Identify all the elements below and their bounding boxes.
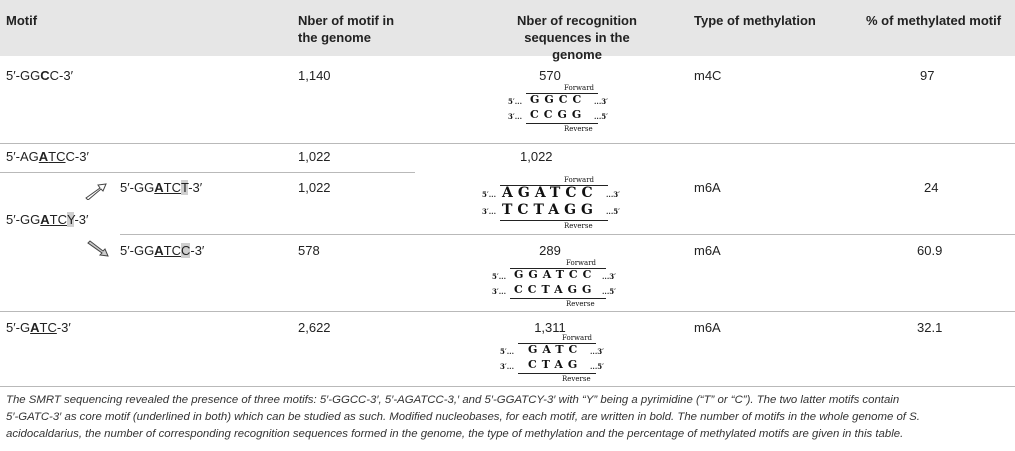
recog-agatcc: 1,022 bbox=[520, 149, 553, 164]
type-gatc: m6A bbox=[694, 320, 721, 335]
type-ggcc: m4C bbox=[694, 68, 722, 83]
header-pct: % of methylated motif bbox=[866, 13, 1002, 28]
type-ggatct: m6A bbox=[694, 180, 721, 195]
motif-ggatcc: 5′-GGATCC-3′ bbox=[120, 243, 205, 258]
diagram-ggatcc: Forward 5′... GGATCC ...3′ 3′... CCTAGG … bbox=[492, 259, 617, 308]
pct-ggatct: 24 bbox=[924, 180, 939, 195]
header-type: Type of methylation bbox=[694, 13, 816, 28]
diagram-agatcc: Forward 5′... AGATCC ...3′ 3′... TCTAGG … bbox=[482, 176, 621, 230]
row-divider bbox=[0, 311, 1015, 312]
arrow-up-right-icon bbox=[85, 183, 107, 200]
recog-gatc: 1,311 bbox=[534, 320, 566, 335]
caption-line: 5′-GATC-3′ as core motif (underlined in … bbox=[6, 411, 920, 423]
pct-ggcc: 97 bbox=[920, 68, 935, 83]
caption-line: acidocaldarius, the number of correspond… bbox=[6, 428, 904, 440]
header-nber-recognition: Nber of recognition sequences in the gen… bbox=[517, 13, 637, 62]
row-divider bbox=[120, 234, 1015, 235]
header-nber-motif: Nber of motif in the genome bbox=[298, 13, 395, 45]
diagram-ggcc: Forward 5′... GGCC ...3′ 3′... CCGG ...5… bbox=[508, 84, 609, 133]
count-ggatct: 1,022 bbox=[298, 180, 331, 195]
motif-ggcc: 5′-GGCC-3′ bbox=[6, 68, 74, 83]
type-ggatcc: m6A bbox=[694, 243, 721, 258]
table-header: Motif Nber of motif in the genome Nber o… bbox=[0, 0, 1015, 62]
row-divider bbox=[0, 386, 1015, 387]
row-divider bbox=[0, 172, 415, 173]
diagram-gatc: Forward 5′... GATC ...3′ 3′... CTAG ...5… bbox=[500, 334, 605, 383]
arrow-down-right-icon bbox=[87, 240, 109, 257]
recog-ggcc: 570 bbox=[539, 68, 561, 83]
count-agatcc: 1,022 bbox=[298, 149, 331, 164]
header-motif: Motif bbox=[6, 13, 38, 28]
row-divider bbox=[0, 143, 1015, 144]
caption-line: The SMRT sequencing revealed the presenc… bbox=[6, 394, 900, 406]
pct-gatc: 32.1 bbox=[917, 320, 943, 335]
table-caption: The SMRT sequencing revealed the presenc… bbox=[6, 392, 1010, 443]
count-ggatcc: 578 bbox=[298, 243, 320, 258]
motif-ggatct: 5′-GGATCT-3′ bbox=[120, 180, 203, 195]
count-ggcc: 1,140 bbox=[298, 68, 331, 83]
pct-ggatcc: 60.9 bbox=[917, 243, 943, 258]
motif-agatcc: 5′-AGATCC-3′ bbox=[6, 149, 89, 164]
motif-gatc: 5′-GATC-3′ bbox=[6, 320, 71, 335]
motif-ggatcy: 5′-GGATCY-3′ bbox=[6, 212, 89, 227]
count-gatc: 2,622 bbox=[298, 320, 331, 335]
recog-ggatcc: 289 bbox=[539, 243, 561, 258]
